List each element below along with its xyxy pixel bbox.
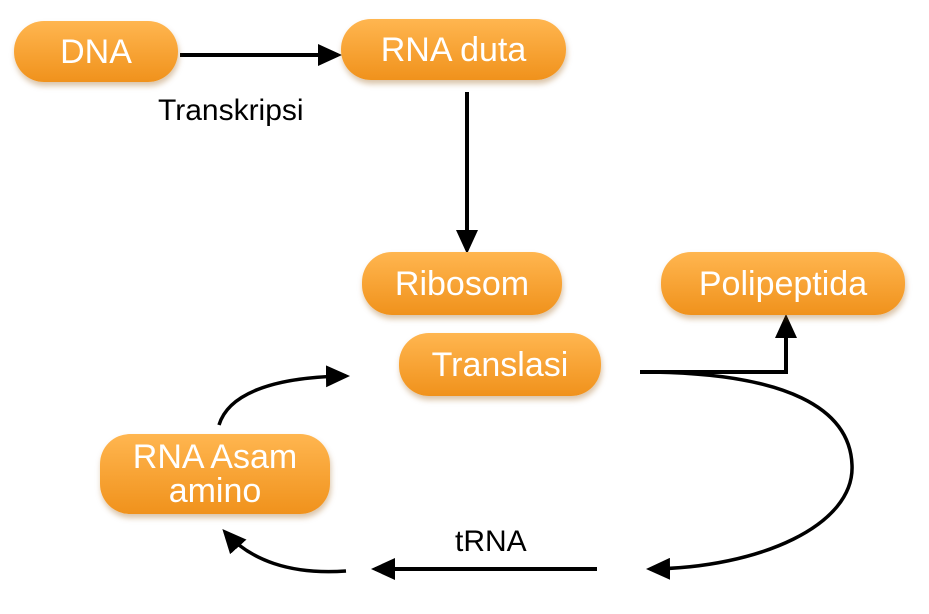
label-trna: tRNA <box>455 525 527 558</box>
arrow-translasi-to-polipeptida <box>640 314 797 374</box>
node-rna-asam-amino: RNA Asam amino <box>100 434 330 514</box>
arrow-to-rna-asam-amino <box>222 529 347 574</box>
node-ribosom: Ribosom <box>362 252 562 315</box>
node-polipeptida: Polipeptida <box>661 252 905 315</box>
label-transkripsi: Transkripsi <box>158 94 304 127</box>
node-rna-duta: RNA duta <box>341 19 566 80</box>
node-dna: DNA <box>14 21 178 82</box>
node-translasi: Translasi <box>399 333 601 396</box>
arrow-translasi-loop <box>639 370 854 580</box>
arrow-rna-asam-amino-to-translasi <box>217 365 350 426</box>
